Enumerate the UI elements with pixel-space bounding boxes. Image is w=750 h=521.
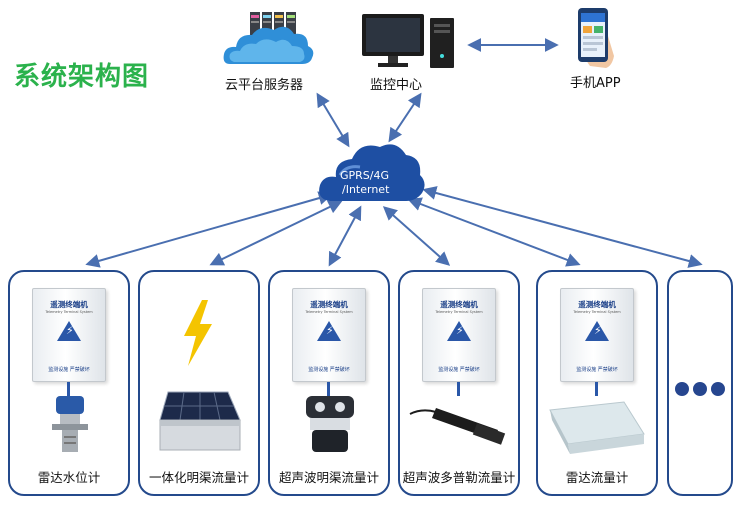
arrow-network-card3 <box>328 205 362 267</box>
mobile-app-label: 手机APP <box>570 76 621 91</box>
arrow-monitor-network <box>388 92 422 143</box>
arrow-network-card4 <box>382 206 451 266</box>
terminal-title: 遥测终端机 <box>50 300 88 309</box>
warning-icon <box>317 321 341 341</box>
device-label: 雷达水位计 <box>37 470 101 485</box>
lightning-icon: ⚡ <box>456 324 464 337</box>
cloud-server-icon <box>220 2 316 72</box>
terminal-cabinet: 遥测终端机 Telemetry Terminal System ⚡ 监测设施 严… <box>560 288 634 382</box>
device-card-radar-level: 遥测终端机 Telemetry Terminal System ⚡ 监测设施 严… <box>8 270 130 496</box>
terminal-cabinet: 遥测终端机 Telemetry Terminal System ⚡ 监测设施 严… <box>422 288 496 382</box>
network-label-line1: GPRS/4G <box>340 169 390 182</box>
mobile-app-icon <box>568 6 628 68</box>
device-label: 超声波明渠流量计 <box>278 470 379 485</box>
terminal-subtitle: Telemetry Terminal System <box>45 310 93 314</box>
terminal-cabinet: 遥测终端机 Telemetry Terminal System ⚡ 监测设施 严… <box>292 288 366 382</box>
network-label-line2: /Internet <box>342 183 390 196</box>
cloud-server-label: 云平台服务器 <box>225 78 304 93</box>
warning-icon <box>447 321 471 341</box>
device-card-more <box>667 270 733 496</box>
arrow-network-card6 <box>422 186 703 268</box>
lightning-icon: ⚡ <box>326 324 334 337</box>
network-cloud-icon: GPRS/4G /Internet <box>316 135 428 207</box>
cable <box>67 382 70 396</box>
cable <box>327 382 330 396</box>
terminal-title: 遥测终端机 <box>310 300 348 309</box>
terminal-title: 遥测终端机 <box>440 300 478 309</box>
arrow-network-card2 <box>209 200 343 266</box>
solar-panel-icon <box>159 391 241 451</box>
diagram-title: 系统架构图 <box>14 62 150 92</box>
terminal-footer: 监测设施 严禁破坏 <box>48 367 90 373</box>
terminal-footer: 监测设施 严禁破坏 <box>438 367 480 373</box>
device-label: 雷达流量计 <box>565 470 629 485</box>
device-card-radar-flow: 遥测终端机 Telemetry Terminal System ⚡ 监测设施 严… <box>536 270 658 496</box>
terminal-footer: 监测设施 严禁破坏 <box>576 367 618 373</box>
terminal-subtitle: Telemetry Terminal System <box>305 310 353 314</box>
warning-icon <box>585 321 609 341</box>
terminal-subtitle: Telemetry Terminal System <box>573 310 621 314</box>
terminal-cabinet: 遥测终端机 Telemetry Terminal System ⚡ 监测设施 严… <box>32 288 106 382</box>
device-label: 一体化明渠流量计 <box>148 470 249 485</box>
device-label: 超声波多普勒流量计 <box>402 470 516 485</box>
monitor-center-label: 监控中心 <box>370 78 423 93</box>
arrow-network-card1 <box>85 191 333 268</box>
doppler-sensor-icon <box>409 408 506 445</box>
lightning-icon: ⚡ <box>66 324 74 337</box>
radar-level-sensor-icon <box>52 396 88 452</box>
more-devices-icon <box>675 382 725 396</box>
monitor-center-icon <box>358 10 458 72</box>
device-card-ultrasonic-channel: 遥测终端机 Telemetry Terminal System ⚡ 监测设施 严… <box>268 270 390 496</box>
ultrasonic-sensor-icon <box>306 396 354 452</box>
device-card-integrated-flow: 一体化明渠流量计 <box>138 270 260 496</box>
cable <box>457 382 460 396</box>
arrow-server-network <box>316 92 350 148</box>
lightning-icon: ⚡ <box>594 324 602 337</box>
lightning-bolt-icon <box>184 300 212 366</box>
warning-icon <box>57 321 81 341</box>
terminal-subtitle: Telemetry Terminal System <box>435 310 483 314</box>
terminal-footer: 监测设施 严禁破坏 <box>308 367 350 373</box>
radar-flow-sensor-icon <box>549 401 645 454</box>
terminal-title: 遥测终端机 <box>578 300 616 309</box>
device-card-doppler: 遥测终端机 Telemetry Terminal System ⚡ 监测设施 严… <box>398 270 520 496</box>
cable <box>595 382 598 396</box>
